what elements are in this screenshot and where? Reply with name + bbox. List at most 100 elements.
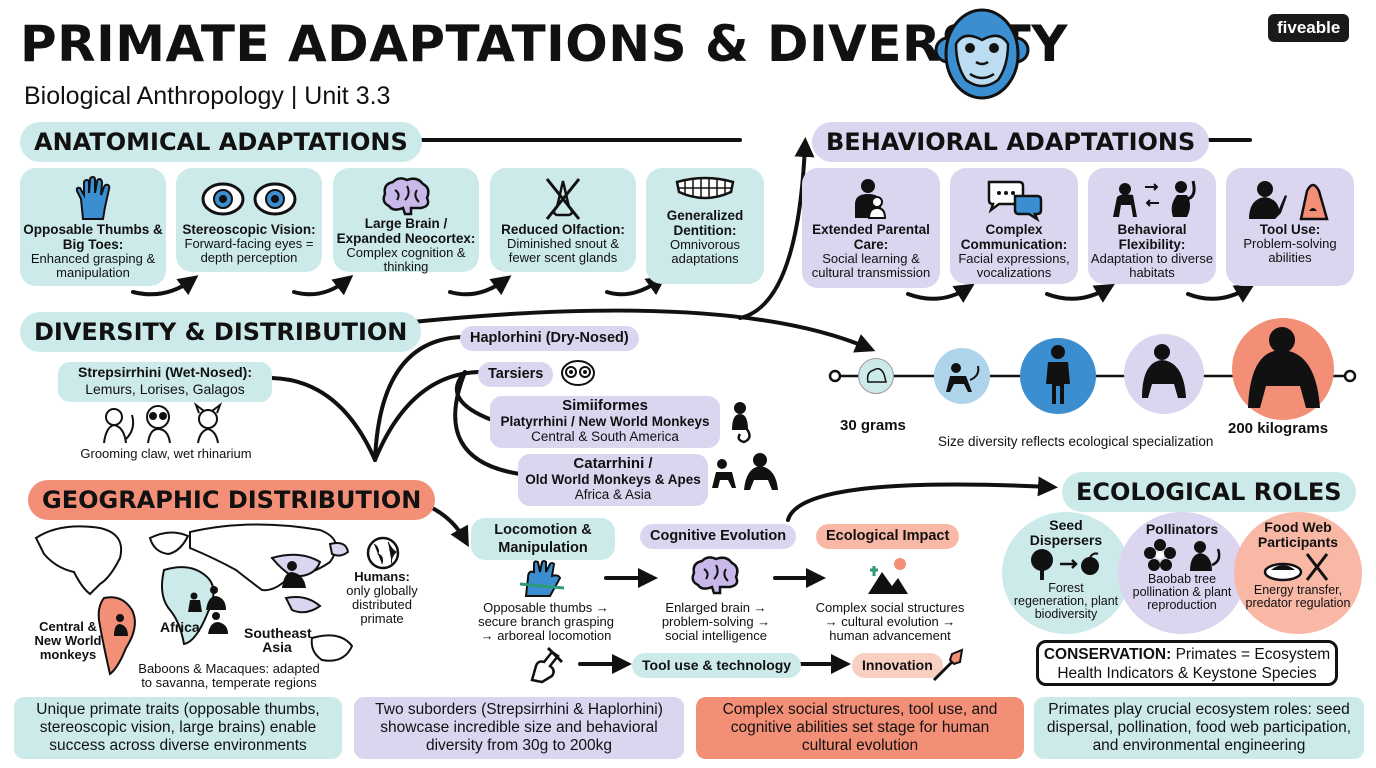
card-title: Generalized Dentition: [666, 208, 744, 238]
tree-fruit-icon [1031, 549, 1099, 580]
brand-logo[interactable]: fiveable [1268, 14, 1350, 42]
simiiformes-title: Simiiformes [562, 397, 648, 414]
behavioral-card-parental: Extended Parental Care: Social learning … [802, 168, 940, 288]
impact-desc: Complex social structures → cultural evo… [815, 600, 965, 643]
humans-label: Humans: [354, 569, 410, 584]
globe-icon [366, 536, 400, 570]
haplorhini-pill: Haplorhini (Dry-Nosed) [460, 326, 639, 351]
card-desc: Complex cognition & thinking [346, 245, 466, 274]
strepsirrhini-box: Strepsirrhini (Wet-Nosed): Lemurs, Loris… [58, 362, 272, 402]
page-subtitle: Biological Anthropology | Unit 3.3 [24, 82, 391, 110]
mouse-lemur-icon [858, 358, 894, 394]
humans-desc: only globally distributed primate [346, 583, 418, 626]
teeth-icon [675, 176, 735, 200]
old-world-monkey-ape-icons [712, 453, 778, 490]
card-desc: Enhanced grasping & manipulation [30, 251, 156, 280]
anatomical-card-vision: Stereoscopic Vision: Forward-facing eyes… [176, 168, 322, 272]
southeast-asia-label: Southeast Asia [244, 625, 312, 655]
card-title: Extended Parental Care: [812, 222, 930, 252]
summary-ecological: Primates play crucial ecosystem roles: s… [1034, 697, 1364, 759]
card-desc: Omnivorous adaptations [669, 237, 741, 266]
card-title: Stereoscopic Vision: [182, 222, 316, 237]
behavioral-card-tools: Tool Use: Problem-solving abilities [1226, 168, 1354, 286]
page-title: PRIMATE ADAPTATIONS & DIVERSITY [20, 15, 1068, 73]
grasping-hand-icon [519, 560, 565, 597]
speech-bubbles-icon [987, 180, 1043, 223]
role-desc: Baobab tree pollination & plant reproduc… [1132, 572, 1232, 612]
card-desc: Social learning & cultural transmission [811, 251, 931, 280]
new-world-monkey-icon [732, 402, 751, 444]
role-pollinators: Pollinators Baobab tree pollination & pl… [1118, 512, 1246, 634]
behavioral-adaptations-header: BEHAVIORAL ADAPTATIONS [812, 122, 1210, 162]
behavioral-card-flexibility: Behavioral Flexibility: Adaptation to di… [1088, 168, 1216, 284]
anatomical-card-brain: Large Brain / Expanded Neocortex: Comple… [333, 168, 479, 274]
strepsirrhini-note: Grooming claw, wet rhinarium [80, 446, 252, 461]
card-desc: Forward-facing eyes = depth perception [184, 236, 314, 265]
catarrhini-location: Africa & Asia [574, 487, 652, 502]
platyrrhini-label: Platyrrhini / New World Monkeys [500, 413, 710, 429]
flower-lemur-icon [1144, 539, 1221, 571]
role-desc: Energy transfer, predator regulation [1245, 583, 1351, 610]
anatomical-card-olfaction: Reduced Olfaction: Diminished snout & fe… [490, 168, 636, 272]
termite-fishing-icon [1249, 181, 1329, 221]
card-desc: Problem-solving abilities [1243, 236, 1337, 265]
anatomical-adaptations-header: ANATOMICAL ADAPTATIONS [20, 122, 422, 162]
locomotion-desc: Opposable thumbs → secure branch graspin… [478, 600, 614, 643]
summary-behavioral: Complex social structures, tool use, and… [696, 697, 1024, 759]
tarsier-icon [561, 360, 595, 386]
behavioral-card-communication: Complex Communication: Facial expression… [950, 168, 1078, 284]
baboons-note: Baboons & Macaques: adapted to savanna, … [138, 661, 320, 690]
card-title: Large Brain / Expanded Neocortex: [336, 216, 476, 246]
spear-icon [932, 648, 964, 682]
monkey-switch-icon [1113, 180, 1196, 217]
locomotion-pill: Locomotion & Manipulation [471, 518, 615, 560]
humans-note: Humans: only globally distributed primat… [342, 570, 422, 626]
tool-use-pill: Tool use & technology [632, 653, 802, 678]
card-title: Complex Communication: [960, 222, 1068, 252]
simiiformes-box: Simiiformes Platyrrhini / New World Monk… [490, 396, 720, 448]
role-title: Seed Dispersers [1029, 517, 1103, 548]
eyes-icon [201, 182, 297, 216]
conservation-box: CONSERVATION: Primates = Ecosystem Healt… [1036, 640, 1338, 686]
tarsiers-pill: Tarsiers [478, 362, 554, 387]
role-desc: Forest regeneration, plant biodiversity [1013, 581, 1119, 621]
catarrhini-box: Catarrhini / Old World Monkeys & Apes Af… [518, 454, 708, 506]
anatomical-card-thumbs: Opposable Thumbs & Big Toes: Enhanced gr… [20, 168, 166, 286]
summary-diversity: Two suborders (Strepsirrhini & Haplorhin… [354, 697, 684, 759]
geographic-distribution-header: GEOGRAPHIC DISTRIBUTION [28, 480, 436, 520]
world-map [34, 523, 354, 676]
plate-utensils-icon [1263, 553, 1329, 582]
catarrhini-title: Catarrhini / [573, 455, 653, 472]
lemur-icons [103, 402, 223, 444]
tool-hand-icon [530, 646, 564, 684]
catarrhini-label: Old World Monkeys & Apes [525, 471, 701, 487]
brain-icon [382, 177, 430, 216]
platyrrhini-location: Central & South America [531, 429, 679, 444]
brain-evolution-icon [691, 556, 739, 595]
central-new-world-label: Central & New World monkeys [34, 619, 102, 662]
size-max-label: 200 kilograms [1228, 420, 1329, 437]
cognitive-desc: Enlarged brain → problem-solving → socia… [661, 600, 771, 643]
summary-anatomical: Unique primate traits (opposable thumbs,… [14, 697, 342, 759]
parent-child-icon [855, 179, 887, 219]
card-desc: Adaptation to diverse habitats [1090, 251, 1214, 280]
strepsirrhini-desc: Lemurs, Lorises, Galagos [85, 381, 245, 397]
role-title: Food Web Participants [1257, 519, 1339, 550]
card-title: Opposable Thumbs & Big Toes: [23, 222, 163, 252]
strepsirrhini-title: Strepsirrhini (Wet-Nosed): [78, 364, 252, 380]
size-caption: Size diversity reflects ecological speci… [938, 434, 1214, 449]
anatomical-card-dentition: Generalized Dentition: Omnivorous adapta… [646, 168, 764, 284]
card-title: Reduced Olfaction: [501, 222, 625, 237]
hand-icon [75, 175, 111, 220]
card-title: Behavioral Flexibility: [1117, 222, 1187, 252]
africa-label: Africa [160, 619, 200, 635]
card-title: Tool Use: [1259, 222, 1321, 237]
conservation-label: CONSERVATION: [1043, 646, 1172, 663]
diversity-distribution-header: DIVERSITY & DISTRIBUTION [20, 312, 422, 352]
ecological-impact-pill: Ecological Impact [816, 524, 960, 549]
innovation-pill: Innovation [852, 653, 943, 678]
conservation-text: Primates = Ecosystem Health Indicators &… [1057, 646, 1331, 682]
role-food-web: Food Web Participants Energy transfer, p… [1234, 512, 1362, 634]
ecological-roles-header: ECOLOGICAL ROLES [1062, 472, 1356, 512]
